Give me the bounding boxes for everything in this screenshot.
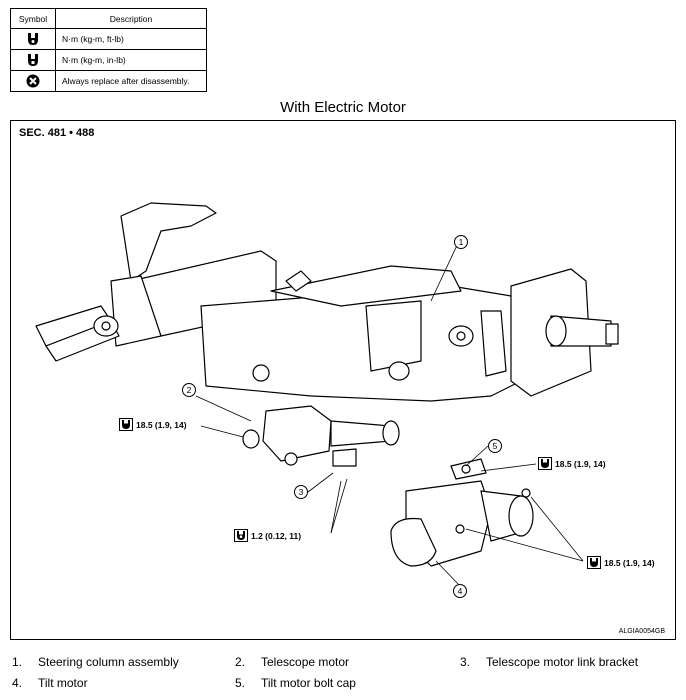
callout-number-4: 4 [453, 584, 467, 598]
torque-callout-right-upper: 18.5 (1.9, 14) [538, 457, 606, 470]
symbol-legend-table: Symbol Description N·m (kg-m, ft-lb) N·m… [10, 8, 207, 92]
list-item: 3.Telescope motor link bracket [460, 655, 639, 669]
list-item: 1.Steering column assembly [12, 655, 179, 669]
legend-header-symbol: Symbol [10, 8, 56, 29]
figure-code: ALGIA0054GB [618, 628, 665, 635]
torque-callout-right-lower: 18.5 (1.9, 14) [587, 556, 655, 569]
torque-wrench-icon [28, 33, 38, 45]
figure-title: With Electric Motor [280, 99, 406, 116]
legend-header-description: Description [55, 8, 207, 29]
callout-number-2: 2 [182, 383, 196, 397]
list-item: 5.Tilt motor bolt cap [235, 676, 356, 690]
legend-row-description: Always replace after disassembly. [55, 70, 207, 92]
torque-wrench-small-icon [28, 54, 38, 66]
torque-wrench-icon [587, 556, 601, 569]
list-item: 4.Tilt motor [12, 676, 88, 690]
callout-number-3: 3 [294, 485, 308, 499]
torque-callout-left-upper: 18.5 (1.9, 14) [119, 418, 187, 431]
torque-wrench-small-icon [234, 529, 248, 542]
callout-number-5: 5 [488, 439, 502, 453]
legend-row-description: N·m (kg-m, in-lb) [55, 49, 207, 71]
list-item: 2.Telescope motor [235, 655, 350, 669]
legend-row-description: N·m (kg-m, ft-lb) [55, 28, 207, 50]
torque-wrench-icon [538, 457, 552, 470]
steering-column-drawing [35, 202, 619, 587]
callout-number-1: 1 [454, 235, 468, 249]
always-replace-icon [26, 74, 40, 88]
torque-callout-bottom-small: 1.2 (0.12, 11) [234, 529, 301, 542]
section-label: SEC. 481 • 488 [19, 127, 95, 139]
torque-wrench-icon [119, 418, 133, 431]
diagram-frame: SEC. 481 • 488 [10, 120, 676, 640]
